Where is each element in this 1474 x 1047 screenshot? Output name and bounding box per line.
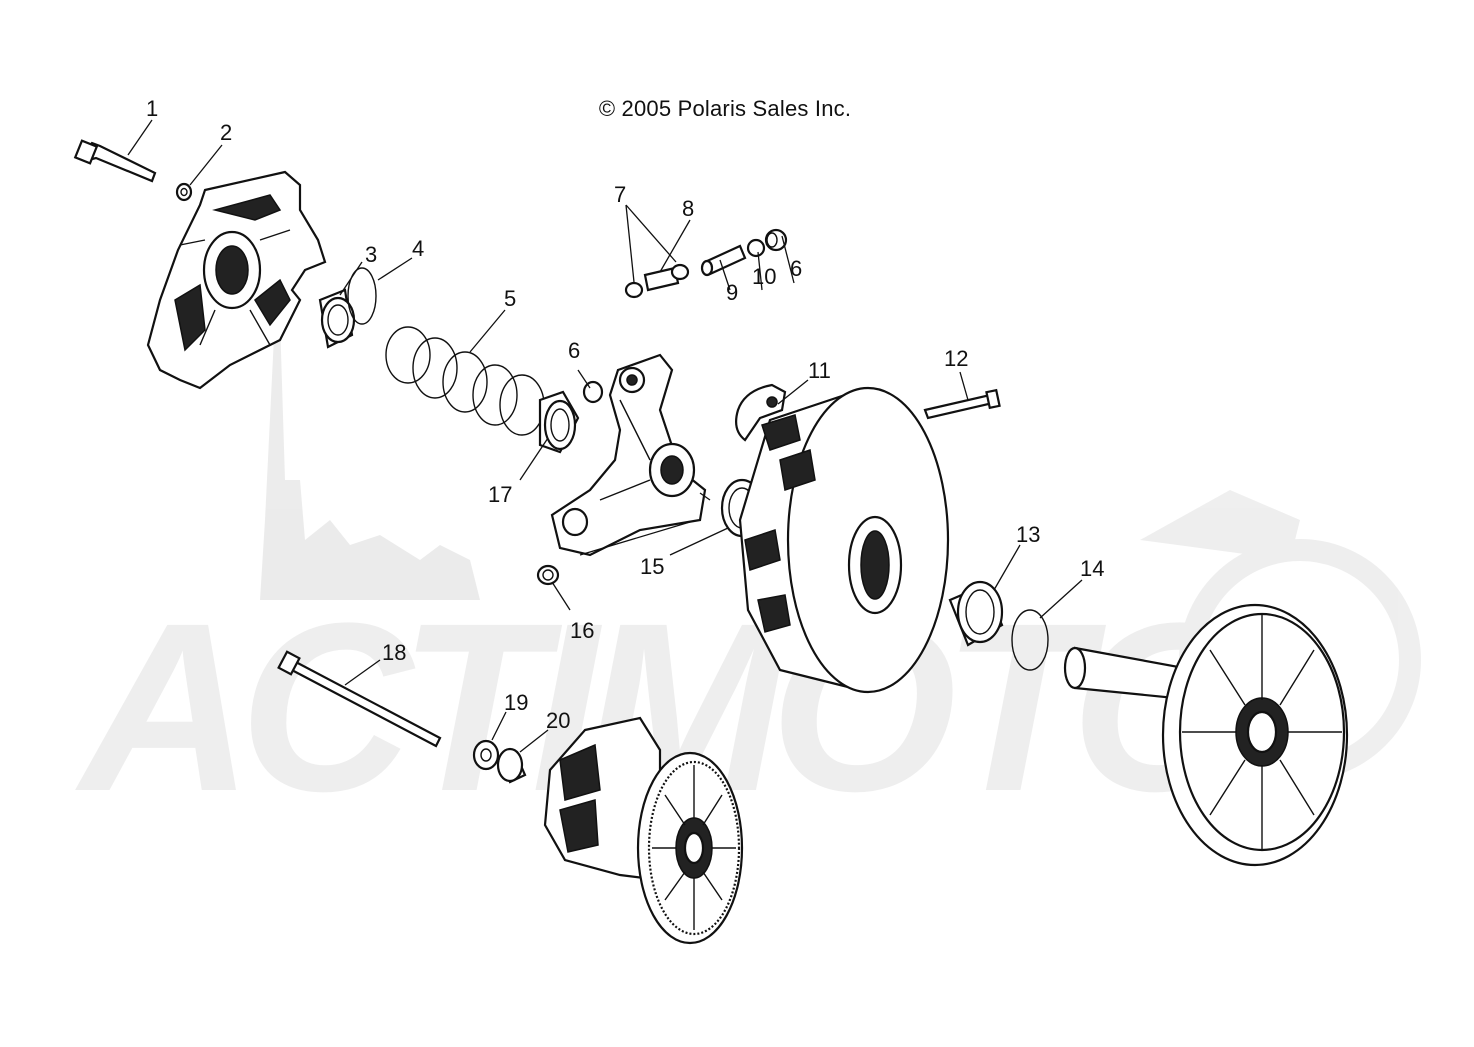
part-washer-10 xyxy=(746,238,766,258)
part-bushing-13 xyxy=(948,580,1004,647)
callout-20: 20 xyxy=(546,708,570,733)
callout-6-left: 6 xyxy=(568,338,580,363)
part-spring-cup-17 xyxy=(538,390,580,454)
part-bushing-20 xyxy=(496,747,527,784)
leader-lines xyxy=(127,119,1083,753)
part-pin-7-8 xyxy=(624,263,690,299)
callout-2: 2 xyxy=(220,120,232,145)
callout-4: 4 xyxy=(412,236,424,261)
callout-1: 1 xyxy=(146,96,158,121)
copyright-notice: © 2005 Polaris Sales Inc. xyxy=(598,96,852,121)
part-fixed-sheave xyxy=(1063,603,1349,867)
callout-19: 19 xyxy=(504,690,528,715)
part-pin-9 xyxy=(700,244,747,277)
part-roller-6-right xyxy=(764,228,788,252)
part-bolt-18 xyxy=(277,650,442,748)
part-roller-6-left xyxy=(582,380,604,404)
part-weight-11 xyxy=(735,383,787,442)
callout-17: 17 xyxy=(488,482,512,507)
callout-labels: 1 2 3 4 5 7 8 9 10 6 6 11 12 17 15 13 14… xyxy=(146,96,1104,733)
callout-9: 9 xyxy=(726,280,738,305)
part-spider-arm xyxy=(550,353,707,557)
part-snap-ring-4 xyxy=(347,267,377,325)
callout-11: 11 xyxy=(808,358,831,383)
part-bolt-1 xyxy=(73,139,157,183)
callout-13: 13 xyxy=(1016,522,1040,547)
part-washer-2 xyxy=(175,182,193,202)
callout-15: 15 xyxy=(640,554,664,579)
part-lock-washer-19 xyxy=(472,739,500,771)
part-movable-sheave xyxy=(738,386,950,694)
callout-6-right: 6 xyxy=(790,256,802,281)
callout-3: 3 xyxy=(365,242,377,267)
part-bolt-12 xyxy=(923,388,1001,420)
callout-18: 18 xyxy=(382,640,406,665)
callout-10: 10 xyxy=(752,264,776,289)
part-nut-16 xyxy=(536,564,560,586)
part-spring-5 xyxy=(385,326,545,436)
callout-14: 14 xyxy=(1080,556,1104,581)
callout-5: 5 xyxy=(504,286,516,311)
callout-16: 16 xyxy=(570,618,594,643)
part-clutch-cover xyxy=(146,170,327,390)
part-assembled-clutch xyxy=(543,716,744,945)
part-ring-14 xyxy=(1011,609,1049,671)
callout-8: 8 xyxy=(682,196,694,221)
callout-12: 12 xyxy=(944,346,968,371)
callout-7: 7 xyxy=(614,182,626,207)
part-bushing-3 xyxy=(318,288,356,349)
